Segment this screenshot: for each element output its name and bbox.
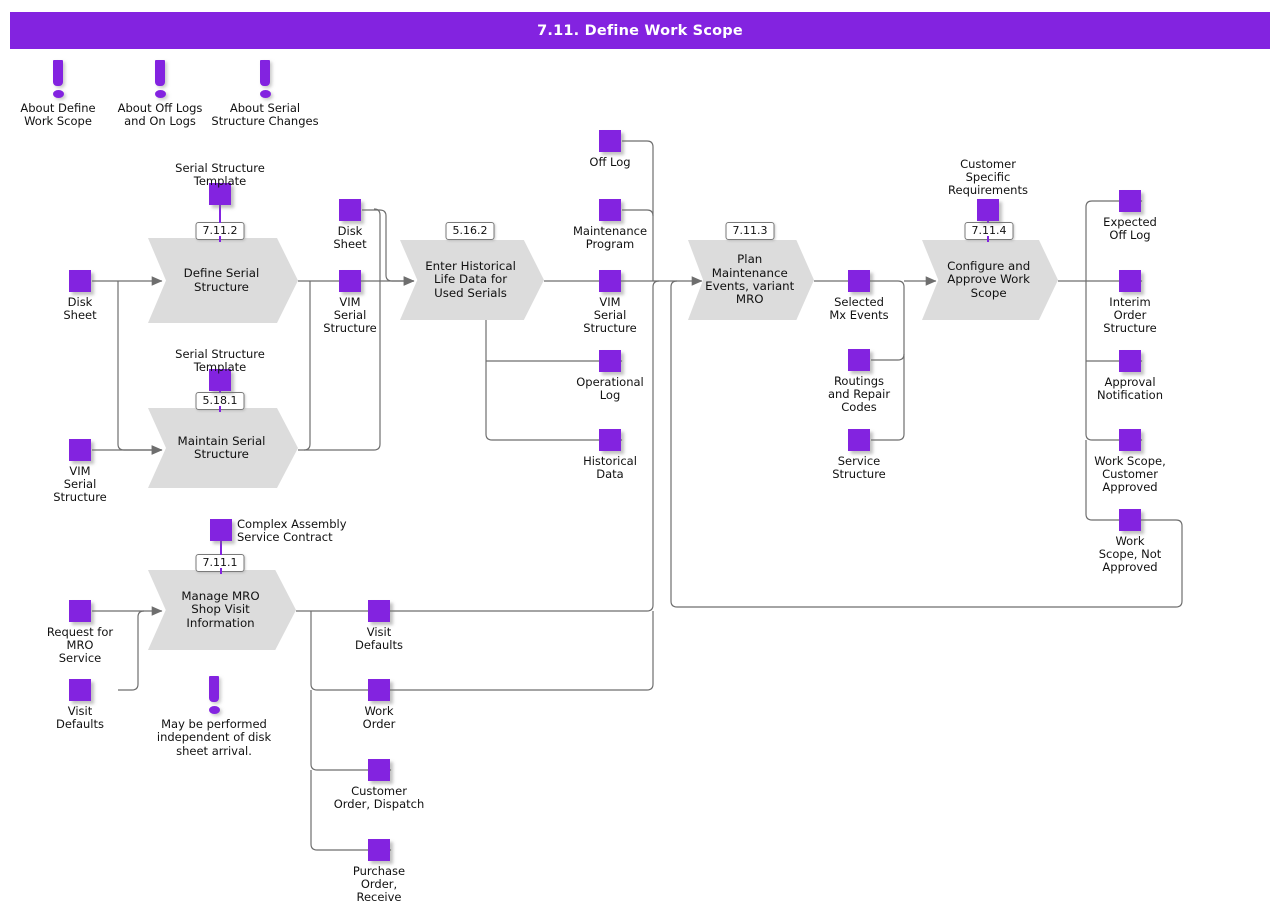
- page-title-bar: 7.11. Define Work Scope: [10, 12, 1270, 49]
- exclamation-icon: [209, 676, 219, 702]
- object-square: [339, 199, 361, 221]
- object-square: [368, 679, 390, 701]
- badge-link-tick: [219, 205, 221, 223]
- object-square: [599, 199, 621, 221]
- object-square: [1119, 350, 1141, 372]
- badge-7-11-2[interactable]: 7.11.2: [195, 222, 245, 240]
- object-square: [210, 519, 232, 541]
- object-label: Operational Log: [576, 375, 644, 403]
- process-label: Configure and Approve Work Scope: [947, 258, 1031, 300]
- note-label: About Off Logs and On Logs: [117, 101, 203, 129]
- process-label: Maintain Serial Structure: [177, 433, 266, 461]
- process-label: Enter Historical Life Data for Used Seri…: [425, 258, 516, 300]
- exclamation-icon: [260, 60, 270, 86]
- exclamation-dot-icon: [52, 90, 64, 98]
- object-square: [69, 600, 91, 622]
- chevron-shape: [688, 240, 814, 320]
- exclamation-icon: [155, 60, 165, 86]
- object-square: [1119, 190, 1141, 212]
- object-label: Interim Order Structure: [1103, 295, 1157, 336]
- badge-link-tick: [987, 221, 989, 223]
- object-label: Service Structure: [832, 454, 886, 482]
- process-label: Plan Maintenance Events, variant MRO: [705, 252, 795, 307]
- badge-5-16-2[interactable]: 5.16.2: [445, 222, 495, 240]
- badge-7-11-3[interactable]: 7.11.3: [725, 222, 775, 240]
- exclamation-icon: [53, 60, 63, 86]
- object-square: [599, 130, 621, 152]
- process-plan-maintenance-events[interactable]: Plan Maintenance Events, variant MRO: [688, 240, 814, 320]
- object-label: Maintenance Program: [572, 224, 648, 252]
- process-label: Define Serial Structure: [183, 266, 260, 294]
- process-enter-historical-life-data[interactable]: Enter Historical Life Data for Used Seri…: [400, 240, 544, 320]
- object-square: [848, 270, 870, 292]
- object-label: Off Log: [589, 155, 631, 169]
- note-label: About Serial Structure Changes: [211, 101, 319, 129]
- object-label: Selected Mx Events: [829, 295, 889, 323]
- object-square: [69, 439, 91, 461]
- badge-link-tick: [219, 236, 221, 242]
- object-label: Work Scope, Customer Approved: [1094, 454, 1166, 495]
- object-square: [1119, 509, 1141, 531]
- chevron-shape: [148, 408, 298, 488]
- note-label: About Define Work Scope: [20, 101, 96, 129]
- object-square: [1119, 270, 1141, 292]
- chevron-shape: [148, 238, 298, 323]
- object-label: Disk Sheet: [333, 224, 367, 252]
- process-label: Manage MRO Shop Visit Information: [181, 588, 260, 630]
- object-label: Purchase Order, Receive: [352, 864, 406, 905]
- object-label: Customer Order, Dispatch: [333, 784, 425, 812]
- object-label: Approval Notification: [1097, 375, 1163, 403]
- exclamation-dot-icon: [208, 706, 220, 714]
- badge-link-tick: [219, 391, 221, 393]
- badge-7-11-4[interactable]: 7.11.4: [964, 222, 1014, 240]
- chevron-shape: [148, 570, 296, 650]
- object-label: VIM Serial Structure: [323, 295, 377, 336]
- object-square: [209, 369, 231, 391]
- chevron-shape: [400, 240, 544, 320]
- object-square: [368, 600, 390, 622]
- object-label: Customer Specific Requirements: [948, 157, 1028, 198]
- object-label: Visit Defaults: [55, 704, 104, 732]
- object-label: Historical Data: [583, 454, 637, 482]
- note-label: May be performed independent of disk she…: [156, 717, 272, 758]
- chevron-shape: [922, 240, 1058, 320]
- badge-link-tick: [220, 541, 222, 555]
- object-label: Disk Sheet: [63, 295, 97, 323]
- object-label: Work Order: [362, 704, 396, 732]
- page-title: 7.11. Define Work Scope: [537, 22, 743, 39]
- object-square: [69, 270, 91, 292]
- object-square: [1119, 429, 1141, 451]
- object-label: Serial Structure Template: [175, 161, 265, 189]
- process-maintain-serial-structure[interactable]: Maintain Serial Structure: [148, 408, 298, 488]
- object-square: [209, 183, 231, 205]
- object-square: [368, 839, 390, 861]
- exclamation-dot-icon: [154, 90, 166, 98]
- object-square: [368, 759, 390, 781]
- object-label: Serial Structure Template: [175, 347, 265, 375]
- object-label: VIM Serial Structure: [583, 295, 637, 336]
- object-label: Routings and Repair Codes: [827, 374, 891, 415]
- object-label: Work Scope, Not Approved: [1098, 534, 1162, 575]
- object-square: [848, 429, 870, 451]
- process-define-serial-structure[interactable]: Define Serial Structure: [148, 238, 298, 323]
- object-square: [69, 679, 91, 701]
- object-square: [848, 349, 870, 371]
- object-label: Expected Off Log: [1103, 215, 1157, 243]
- badge-link-tick: [987, 236, 989, 242]
- process-configure-and-approve-work-scope[interactable]: Configure and Approve Work Scope: [922, 240, 1058, 320]
- object-square: [339, 270, 361, 292]
- object-square: [599, 270, 621, 292]
- object-square: [599, 429, 621, 451]
- badge-link-tick: [220, 568, 222, 574]
- object-label: Visit Defaults: [354, 625, 403, 653]
- object-square: [977, 199, 999, 221]
- object-label: Complex Assembly Service Contract: [237, 517, 347, 545]
- exclamation-dot-icon: [259, 90, 271, 98]
- badge-link-tick: [219, 406, 221, 412]
- object-square: [599, 350, 621, 372]
- process-manage-mro-shop-visit-information[interactable]: Manage MRO Shop Visit Information: [148, 570, 296, 650]
- object-label: VIM Serial Structure: [53, 464, 107, 505]
- object-label: Request for MRO Service: [46, 625, 114, 666]
